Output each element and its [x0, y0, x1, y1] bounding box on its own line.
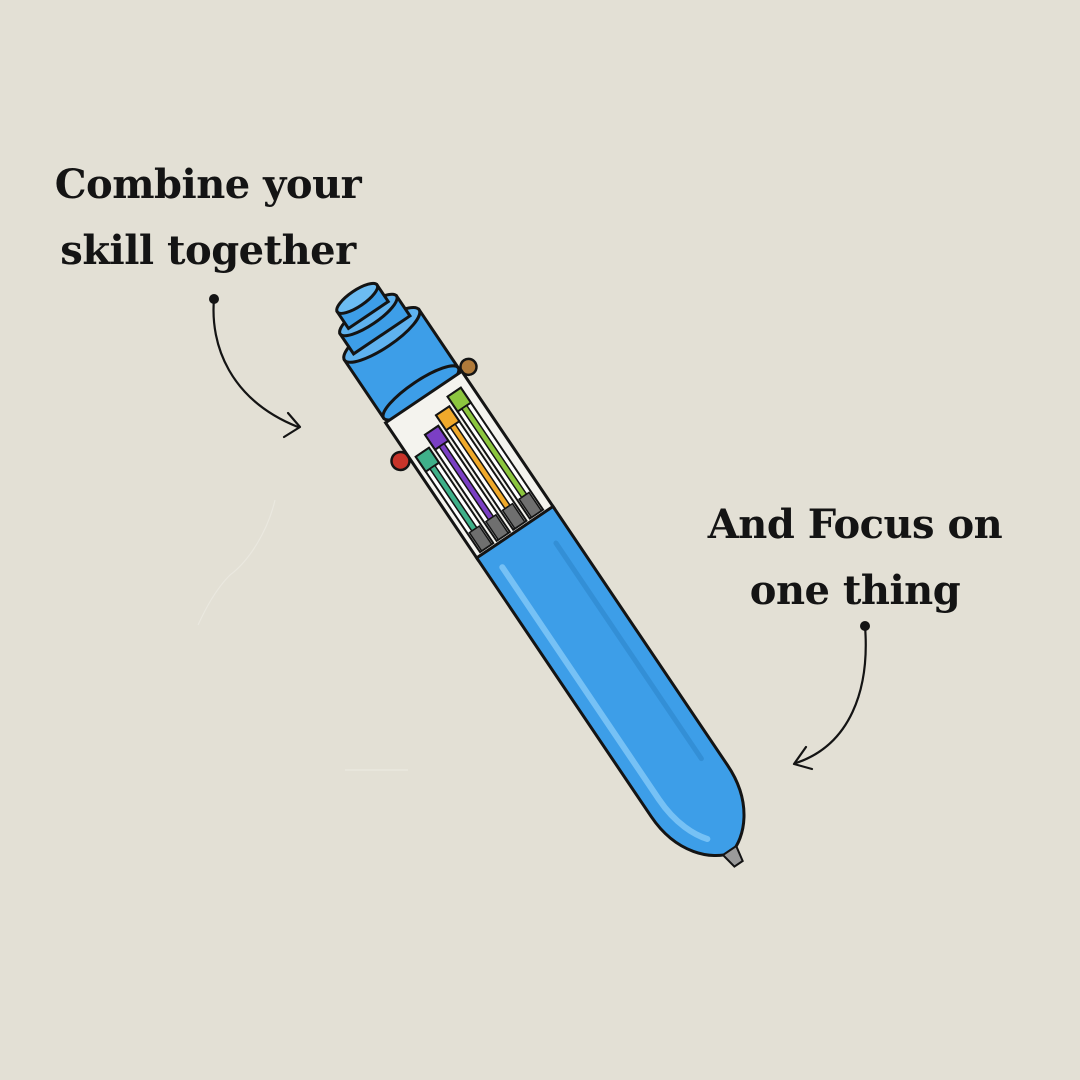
caption-left-line-2: skill together — [60, 227, 356, 274]
pen-color-sliders — [414, 386, 545, 554]
caption-left-line-1: Combine your — [54, 161, 362, 208]
pen-top-cap-icon — [335, 281, 461, 422]
right-arrow-icon — [792, 621, 870, 771]
caption-combine-skills: Combine your skill together — [28, 152, 388, 284]
caption-focus-one-thing: And Focus on one thing — [660, 492, 1050, 624]
caption-right-line-1: And Focus on — [707, 501, 1003, 548]
left-arrow-icon — [209, 294, 302, 439]
faint-sketch-marks — [197, 499, 408, 771]
caption-right-line-2: one thing — [749, 567, 961, 614]
pen-main-body — [474, 504, 746, 857]
pen-tip-icon — [721, 844, 744, 868]
